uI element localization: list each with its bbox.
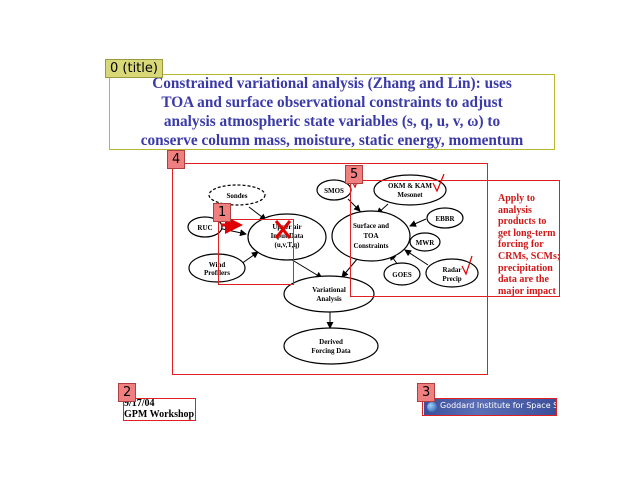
logo-text: Goddard Institute for Space Studies — [440, 401, 583, 410]
title-line: conserve column mass, moisture, static e… — [140, 132, 524, 149]
annotation-tag-5: 5 — [345, 165, 364, 184]
annotation-box-diagram[interactable] — [172, 163, 488, 375]
footer-event: GPM Workshop — [124, 409, 195, 420]
surface-toa-label: Surface and — [353, 222, 389, 230]
upper-air-node — [247, 213, 327, 261]
derived-label: Derived — [319, 338, 343, 346]
side-note-line: forcing for — [498, 239, 544, 251]
annotation-tag-4: 4 — [167, 150, 186, 169]
annotation-tag-1: 1 — [213, 203, 232, 222]
check-mark-icon — [461, 255, 473, 276]
annotation-box-title[interactable] — [109, 74, 555, 150]
annotation-box-logo[interactable] — [422, 398, 557, 416]
upper-air-label: (u,v,T,q) — [275, 241, 301, 249]
side-note: Apply to analysis products to get long-t… — [498, 193, 560, 297]
check-mark-icon — [432, 173, 445, 193]
giss-logo: Goddard Institute for Space Studies — [424, 399, 583, 415]
derived-forcing-node — [283, 327, 379, 365]
side-note-line: precipitation — [498, 262, 553, 274]
sondes-node — [208, 184, 266, 206]
red-x-mark — [274, 220, 292, 239]
mwr-node — [409, 232, 441, 252]
annotation-box-footer[interactable] — [123, 398, 196, 421]
ruc-node — [187, 216, 223, 238]
surface-toa-node — [331, 210, 411, 262]
variational-label: Variational — [312, 286, 346, 294]
title-line: analysis atmospheric state variables (s,… — [163, 113, 501, 130]
side-note-line: data are the — [498, 274, 549, 286]
okm-kam-label: OKM & KAM — [388, 182, 432, 190]
radar-precip-label: Precip — [442, 275, 461, 283]
wind-profilers-label: Wind — [209, 261, 226, 269]
goes-node — [383, 262, 421, 286]
side-note-line: analysis — [498, 204, 532, 216]
radar-precip-node — [425, 258, 479, 288]
slide-title: Constrained variational analysis (Zhang … — [110, 74, 554, 150]
variational-label: Analysis — [316, 295, 342, 303]
side-note-line: Apply to — [498, 193, 535, 204]
annotation-tag-3: 3 — [417, 383, 436, 402]
annotation-tag-0: 0 (title) — [105, 59, 163, 78]
side-note-line: products to — [498, 216, 547, 228]
variational-analysis-node — [283, 275, 375, 313]
title-line: Constrained variational analysis (Zhang … — [152, 75, 512, 92]
title-line: TOA and surface observational constraint… — [161, 94, 503, 111]
footer-date: 9/17/04 — [124, 398, 155, 409]
side-note-line: CRMs, SCMs; — [498, 250, 561, 262]
annotation-tag-2: 2 — [118, 383, 137, 402]
annotation-box-upper-air[interactable] — [218, 219, 294, 285]
wind-profilers-node — [188, 253, 246, 283]
derived-label: Forcing Data — [311, 347, 351, 355]
wind-profilers-label: Profilers — [204, 269, 230, 277]
mwr-label: MWR — [416, 239, 436, 247]
annotation-box-surface[interactable] — [350, 180, 560, 297]
goes-label: GOES — [392, 271, 412, 279]
ebbr-label: EBBR — [435, 215, 455, 223]
radar-precip-label: Radar — [442, 266, 461, 274]
smos-node — [316, 179, 352, 201]
surface-toa-label: TOA — [363, 232, 378, 240]
smos-label: SMOS — [324, 187, 344, 195]
surface-toa-label: Constraints — [353, 242, 388, 250]
ruc-label: RUC — [197, 224, 212, 232]
ebbr-node — [426, 207, 464, 229]
side-note-line: get long-term — [498, 227, 556, 239]
globe-icon — [427, 402, 437, 412]
okm-kam-node — [373, 174, 447, 206]
sondes-label: Sondes — [226, 192, 247, 200]
okm-kam-label: Mesonet — [397, 191, 423, 199]
side-note-line: major impact — [498, 285, 556, 297]
